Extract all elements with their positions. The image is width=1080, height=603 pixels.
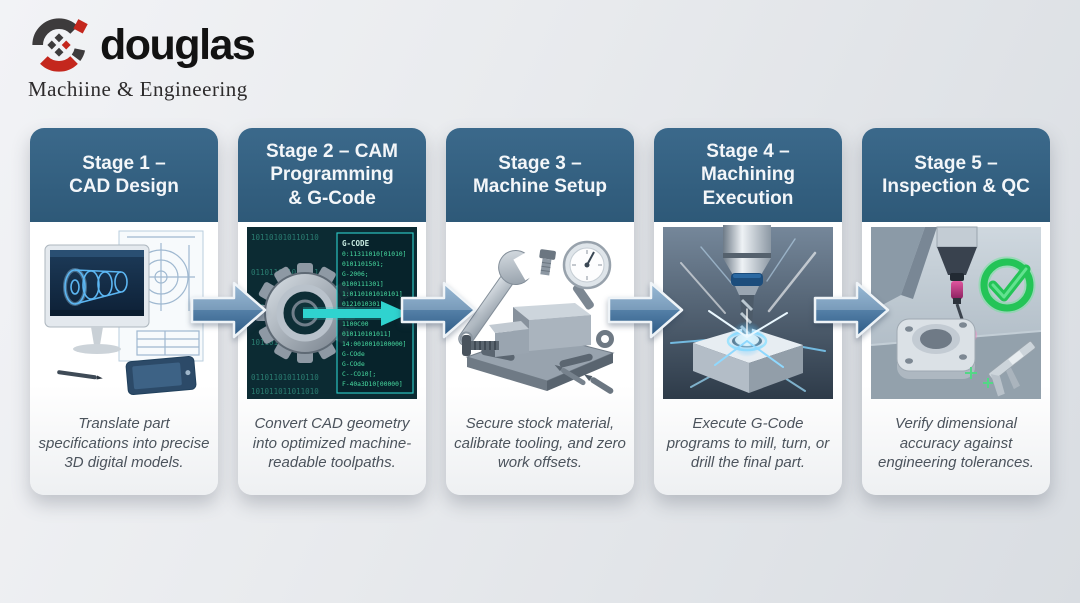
vise-wrench-gauge-art (458, 240, 615, 394)
stage-3-title: Stage 3 – Machine Setup (472, 152, 608, 197)
stage-2-title: Stage 2 – CAM Programming & G-Code (266, 141, 398, 209)
pin-tools (554, 364, 614, 394)
stage-5-description: Verify dimensional accuracy against engi… (878, 414, 1034, 472)
svg-text:G-CODE: G-CODE (342, 239, 370, 248)
svg-text:101101010110110: 101101010110110 (251, 233, 319, 242)
svg-text:0121010301;: 0121010301; (342, 301, 384, 308)
flow-arrow-icon-1 (190, 281, 267, 339)
svg-text:C--CO10[;: C--CO10[; (342, 371, 376, 378)
stage-3-description: Secure stock material, calibrate tooling… (454, 414, 626, 472)
bolt-icon (539, 249, 556, 276)
gear-gcode-screen-art: 101101010110110 011011011010111 11011010… (247, 227, 417, 399)
stage-card-4: Stage 4 – Machining Execution (654, 128, 842, 495)
caliper-icon (988, 340, 1036, 397)
brand-name: douglas (100, 20, 256, 69)
flow-arrow-icon-3 (607, 281, 684, 339)
wireframe-part (63, 268, 128, 306)
stage-1-header: Stage 1 – CAD Design (30, 128, 218, 222)
dial-gauge-icon (562, 240, 612, 310)
stage-1-description: Translate part specifications into preci… (38, 414, 210, 472)
svg-text:011011010110110: 011011010110110 (251, 373, 319, 382)
machine-vise (462, 303, 615, 391)
machine-setup-illustration (446, 222, 634, 404)
svg-text:G-2006;: G-2006; (342, 271, 369, 278)
svg-text:14:0010010100000]: 14:0010010100000] (342, 341, 406, 348)
stage-card-2: Stage 2 – CAM Programming & G-Code 10110… (238, 128, 426, 495)
cad-design-illustration (30, 222, 218, 404)
cad-monitor (44, 244, 150, 354)
stage-5-title: Stage 5 – Inspection & QC (882, 152, 1030, 197)
stage-card-5: Stage 5 – Inspection & QC (862, 128, 1050, 495)
flange-part (896, 318, 976, 379)
svg-text:G-COde: G-COde (342, 351, 365, 358)
cad-monitor-blueprint-art (44, 230, 204, 395)
logo: douglas Machiine & Engineering (28, 14, 256, 102)
stage-1-title: Stage 1 – CAD Design (69, 152, 179, 197)
stage-card-3: Stage 3 – Machine Setup (446, 128, 634, 495)
svg-text:010110101011]: 010110101011] (342, 331, 391, 338)
stylus-pen (57, 370, 103, 380)
cmm-probe-checkmark-art (871, 226, 1041, 399)
douglas-logo-icon (32, 18, 88, 72)
stage-5-header: Stage 5 – Inspection & QC (862, 128, 1050, 222)
cyan-toolpath-arrow-icon (303, 301, 409, 326)
stage-4-header: Stage 4 – Machining Execution (654, 128, 842, 222)
svg-text:G-COde: G-COde (342, 361, 365, 368)
svg-text:0100111301]: 0100111301] (342, 281, 384, 288)
cutting-sparks (708, 308, 788, 368)
drawing-tablet (125, 356, 197, 395)
brand-subtitle: Machiine & Engineering (28, 77, 248, 101)
flow-arrow-icon-4 (813, 281, 890, 339)
svg-text:0:11311010[01010]: 0:11311010[01010] (342, 251, 406, 258)
stage-4-description: Execute G-Code programs to mill, turn, o… (666, 414, 830, 472)
nut-icon (596, 330, 614, 348)
svg-text:0101101501;: 0101101501; (342, 261, 384, 268)
svg-text:101011011011010: 101011011011010 (251, 387, 319, 396)
svg-text:1:0110101010101]: 1:0110101010101] (342, 291, 403, 298)
machining-illustration (654, 222, 842, 404)
stage-card-1: Stage 1 – CAD Design (30, 128, 218, 495)
stage-2-description: Convert CAD geometry into optimized mach… (252, 414, 412, 472)
green-checkmark-icon (978, 256, 1036, 314)
datum-cross-marks (965, 367, 993, 388)
stage-3-header: Stage 3 – Machine Setup (446, 128, 634, 222)
stage-2-header: Stage 2 – CAM Programming & G-Code (238, 128, 426, 222)
stage-cards-row: Stage 1 – CAD Design (30, 128, 1050, 495)
stage-4-title: Stage 4 – Machining Execution (701, 141, 795, 209)
svg-text:1100C00: 1100C00 (342, 321, 369, 328)
metal-gear (255, 263, 355, 363)
flow-arrow-icon-2 (400, 281, 477, 339)
inspection-illustration (862, 222, 1050, 404)
svg-text:F-40a3D10[00000]: F-40a3D10[00000] (342, 381, 403, 388)
endmill-cutting-block-art (663, 225, 833, 399)
cmm-probe (936, 226, 978, 344)
cam-gcode-illustration: 101101010110110 011011011010111 11011010… (238, 222, 426, 404)
